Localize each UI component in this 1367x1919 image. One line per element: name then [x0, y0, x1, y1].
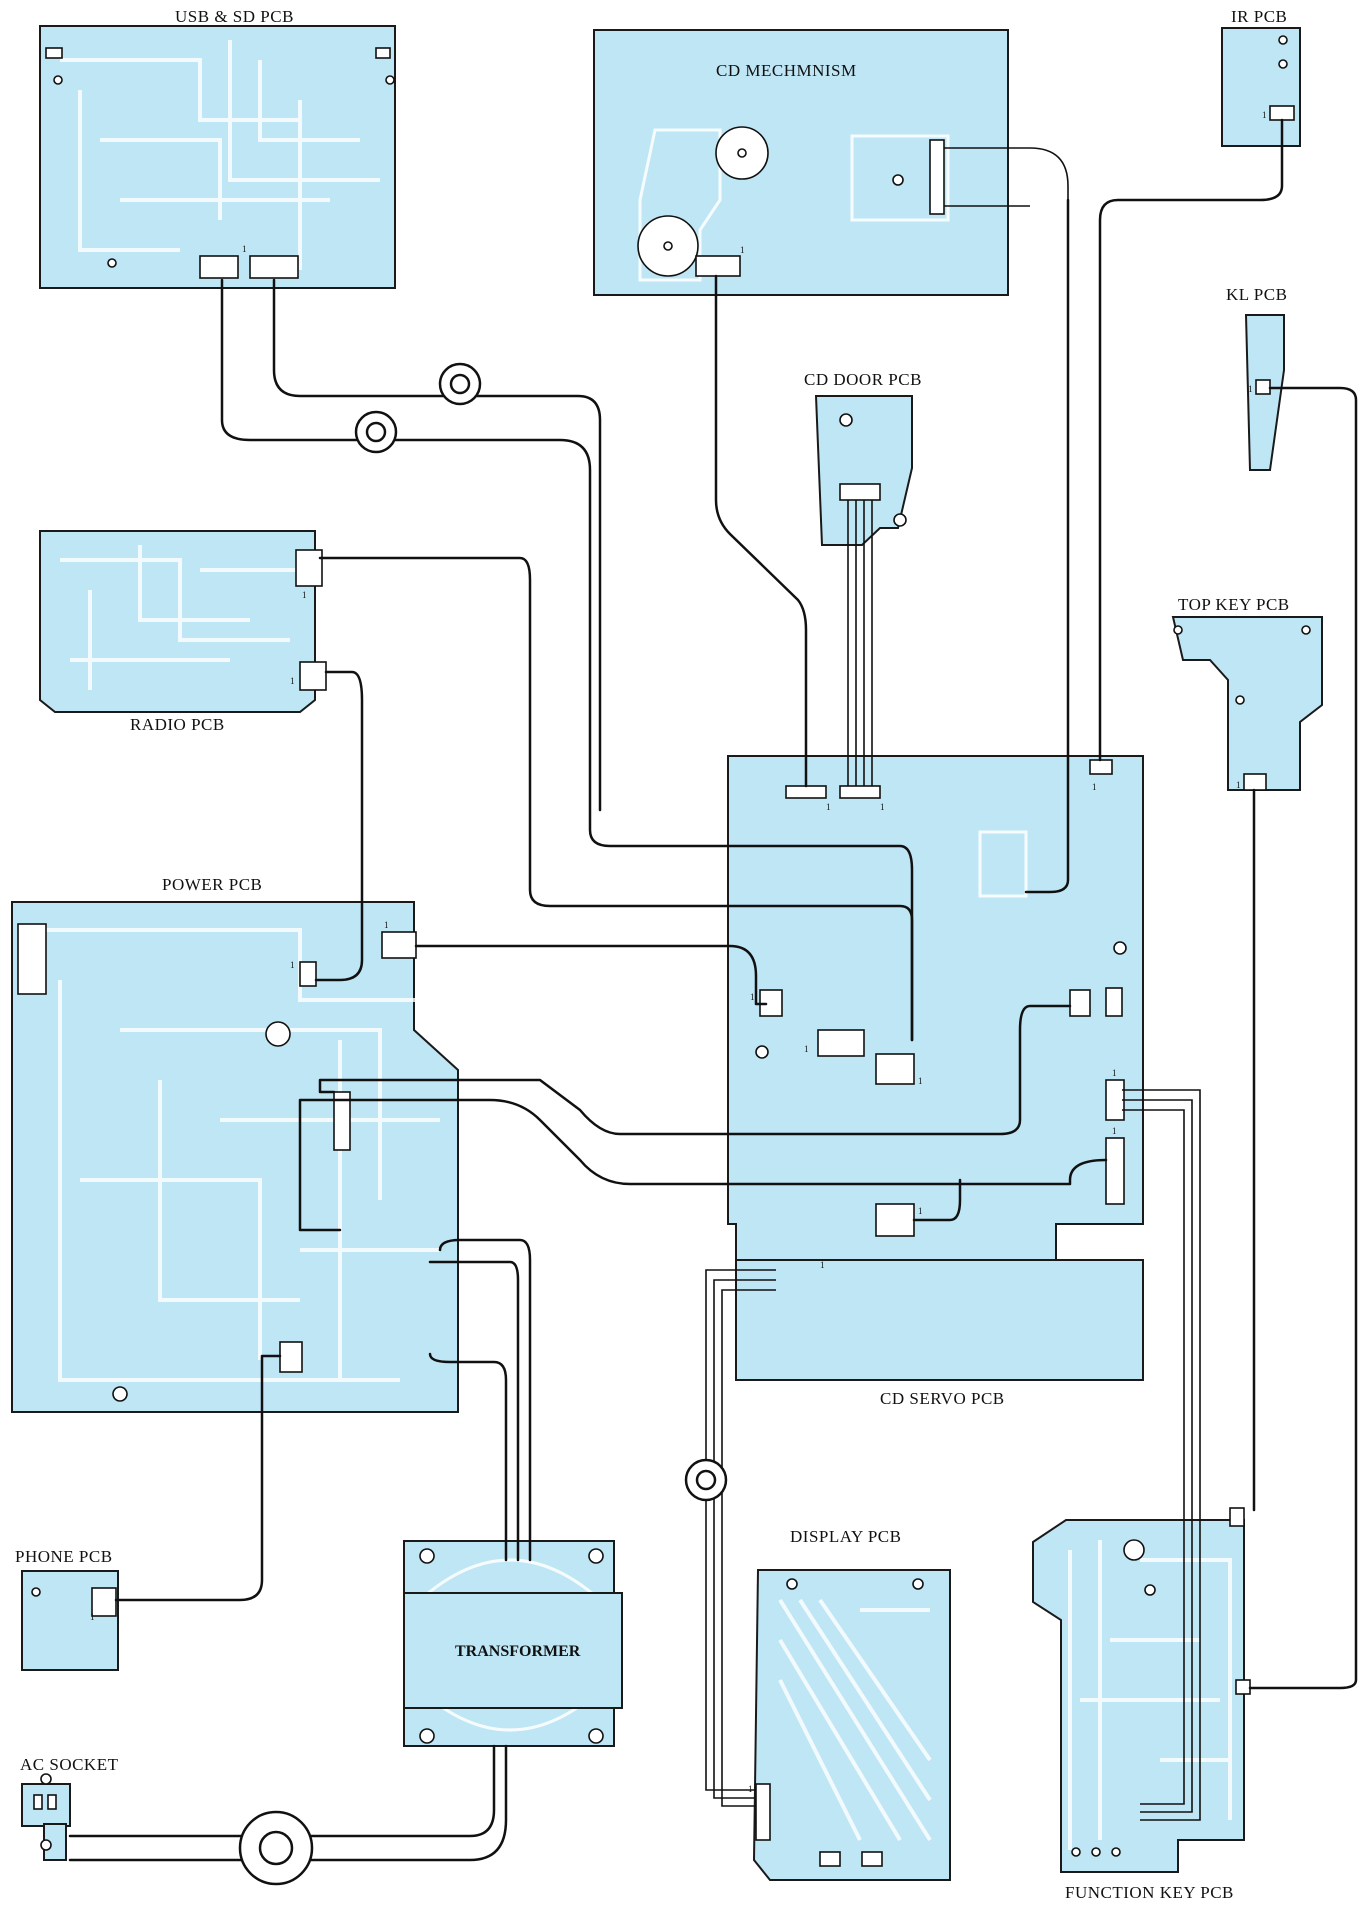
- display-pcb-board: [752, 1569, 951, 1881]
- wiring-harness: [68, 118, 1358, 1862]
- pin-marker: 1: [1236, 780, 1241, 790]
- pin-marker: 1: [242, 244, 247, 254]
- pin-marker: 1: [1112, 1126, 1117, 1136]
- pin-marker: 1: [384, 920, 389, 930]
- pin-markers: 1 1 1 1 1 1 1 1 1 1 1 1 1 1 1 1 1 1 1 1 …: [90, 110, 1267, 1794]
- pin-marker: 1: [918, 1076, 923, 1086]
- ac-socket-label: AC SOCKET: [20, 1755, 119, 1774]
- pin-marker: 1: [880, 802, 885, 812]
- phone-pcb-label: PHONE PCB: [15, 1547, 113, 1566]
- pin-marker: 1: [302, 590, 307, 600]
- display-pcb-label: DISPLAY PCB: [790, 1527, 901, 1546]
- usb-sd-pcb-board: [39, 25, 396, 289]
- usb-sd-pcb-label: USB & SD PCB: [175, 7, 294, 26]
- pin-marker: 1: [290, 676, 295, 686]
- pin-marker: 1: [748, 1784, 753, 1794]
- transformer-label: TRANSFORMER: [455, 1643, 581, 1660]
- pin-marker: 1: [1092, 782, 1097, 792]
- cd-mechanism-label: CD MECHMNISM: [716, 61, 857, 80]
- cd-door-pcb-board: [814, 395, 913, 546]
- transformer: [403, 1540, 623, 1747]
- ferrite-cores: [238, 362, 728, 1886]
- radio-pcb-board: [39, 530, 327, 713]
- top-key-pcb-board: [1171, 616, 1323, 791]
- pin-marker: 1: [750, 992, 755, 1002]
- pin-marker: 1: [826, 802, 831, 812]
- function-key-pcb-label: FUNCTION KEY PCB: [1065, 1883, 1234, 1902]
- power-pcb-label: POWER PCB: [162, 875, 262, 894]
- pin-marker: 1: [804, 1044, 809, 1054]
- pin-marker: 1: [1248, 384, 1253, 394]
- top-key-pcb-label: TOP KEY PCB: [1178, 595, 1290, 614]
- pin-marker: 1: [1112, 1068, 1117, 1078]
- cd-servo-pcb-board: [727, 755, 1144, 1381]
- cd-servo-pcb-label: CD SERVO PCB: [880, 1389, 1005, 1408]
- pin-marker: 1: [820, 1260, 825, 1270]
- function-key-pcb-board: [1032, 1507, 1251, 1873]
- kl-pcb-label: KL PCB: [1226, 285, 1287, 304]
- ir-pcb-label: IR PCB: [1231, 7, 1287, 26]
- power-pcb-board: [11, 901, 459, 1413]
- phone-pcb-board: [21, 1570, 119, 1671]
- radio-pcb-label: RADIO PCB: [130, 715, 225, 734]
- ir-pcb-board: [1221, 27, 1301, 147]
- pin-marker: 1: [90, 1612, 95, 1622]
- pin-marker: 1: [290, 960, 295, 970]
- ac-socket: [21, 1773, 71, 1861]
- pin-marker: 1: [1262, 110, 1267, 120]
- pin-marker: 1: [918, 1206, 923, 1216]
- cd-door-pcb-label: CD DOOR PCB: [804, 370, 922, 389]
- pin-marker: 1: [740, 245, 745, 255]
- cd-mechanism-board: [593, 29, 1069, 296]
